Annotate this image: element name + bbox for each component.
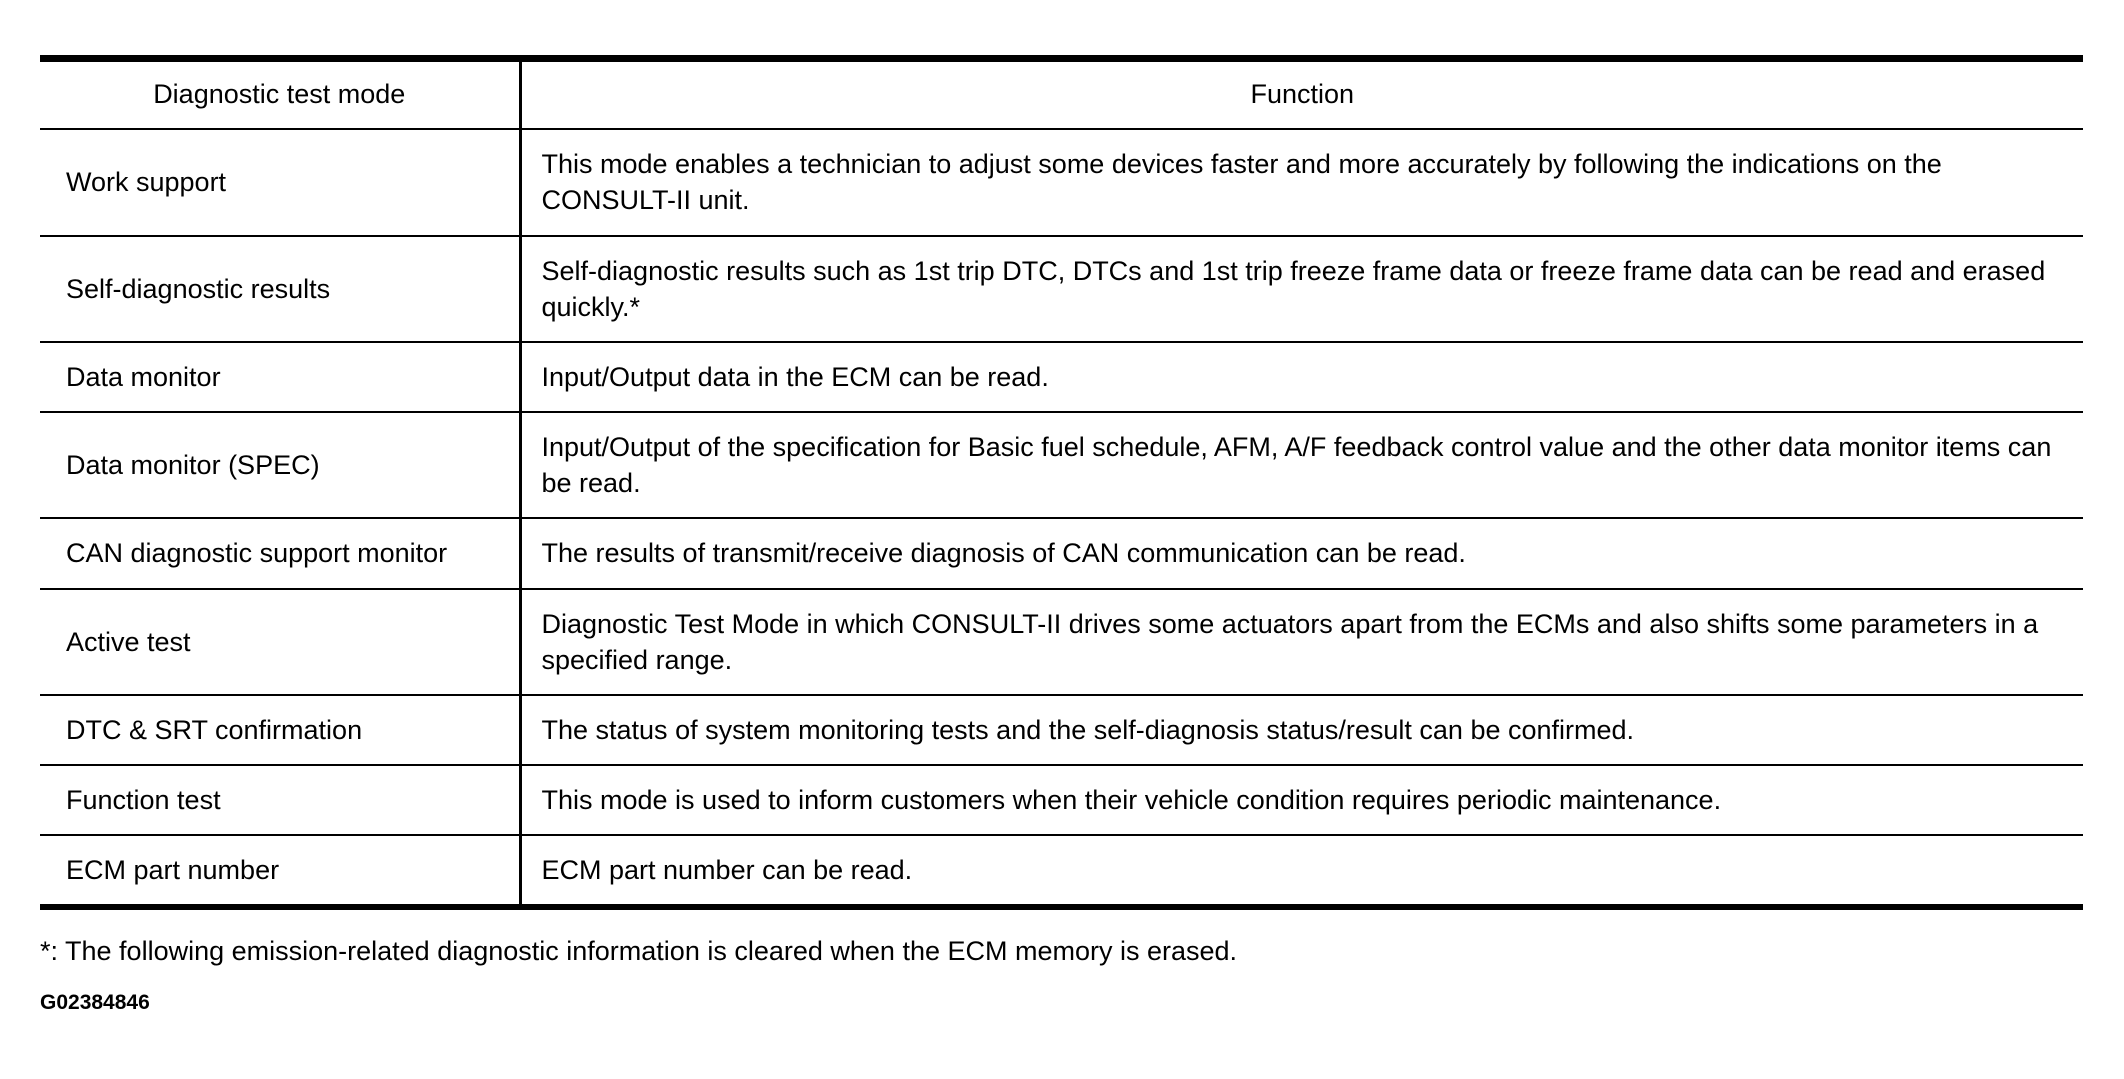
cell-function: This mode is used to inform customers wh… xyxy=(520,765,2083,837)
cell-function: The status of system monitoring tests an… xyxy=(520,694,2083,767)
footnote-text: *: The following emission-related diagno… xyxy=(40,936,1238,966)
table-header-row: Diagnostic test mode Function xyxy=(40,55,2083,131)
cell-function: Input/Output data in the ECM can be read… xyxy=(520,341,2083,414)
cell-diagnostic-test-mode: ECM part number xyxy=(40,835,522,911)
table-header: Diagnostic test mode Function xyxy=(40,55,2083,131)
cell-function: Diagnostic Test Mode in which CONSULT-II… xyxy=(520,588,2083,696)
cell-diagnostic-test-mode: Self-diagnostic results xyxy=(40,235,522,343)
table-row: Data monitor (SPEC)Input/Output of the s… xyxy=(40,412,2083,520)
cell-function: ECM part number can be read. xyxy=(520,835,2083,911)
cell-diagnostic-test-mode: Function test xyxy=(40,765,522,837)
diagnostic-test-mode-table: Diagnostic test mode Function Work suppo… xyxy=(40,55,2083,911)
column-header-function: Function xyxy=(520,55,2083,131)
column-header-diagnostic-test-mode: Diagnostic test mode xyxy=(40,55,522,131)
cell-diagnostic-test-mode: Data monitor xyxy=(40,341,522,414)
cell-diagnostic-test-mode: Active test xyxy=(40,588,522,696)
cell-function: Self-diagnostic results such as 1st trip… xyxy=(520,235,2083,343)
cell-diagnostic-test-mode: Work support xyxy=(40,129,522,237)
cell-diagnostic-test-mode: CAN diagnostic support monitor xyxy=(40,518,522,590)
cell-diagnostic-test-mode: Data monitor (SPEC) xyxy=(40,412,522,520)
cell-diagnostic-test-mode: DTC & SRT confirmation xyxy=(40,694,522,767)
figure-id-label: G02384846 xyxy=(40,991,150,1014)
cell-function: This mode enables a technician to adjust… xyxy=(520,129,2083,237)
cell-function: Input/Output of the specification for Ba… xyxy=(520,412,2083,520)
cell-function: The results of transmit/receive diagnosi… xyxy=(520,518,2083,590)
diagnostic-test-mode-table-wrapper: Diagnostic test mode Function Work suppo… xyxy=(40,55,2083,911)
